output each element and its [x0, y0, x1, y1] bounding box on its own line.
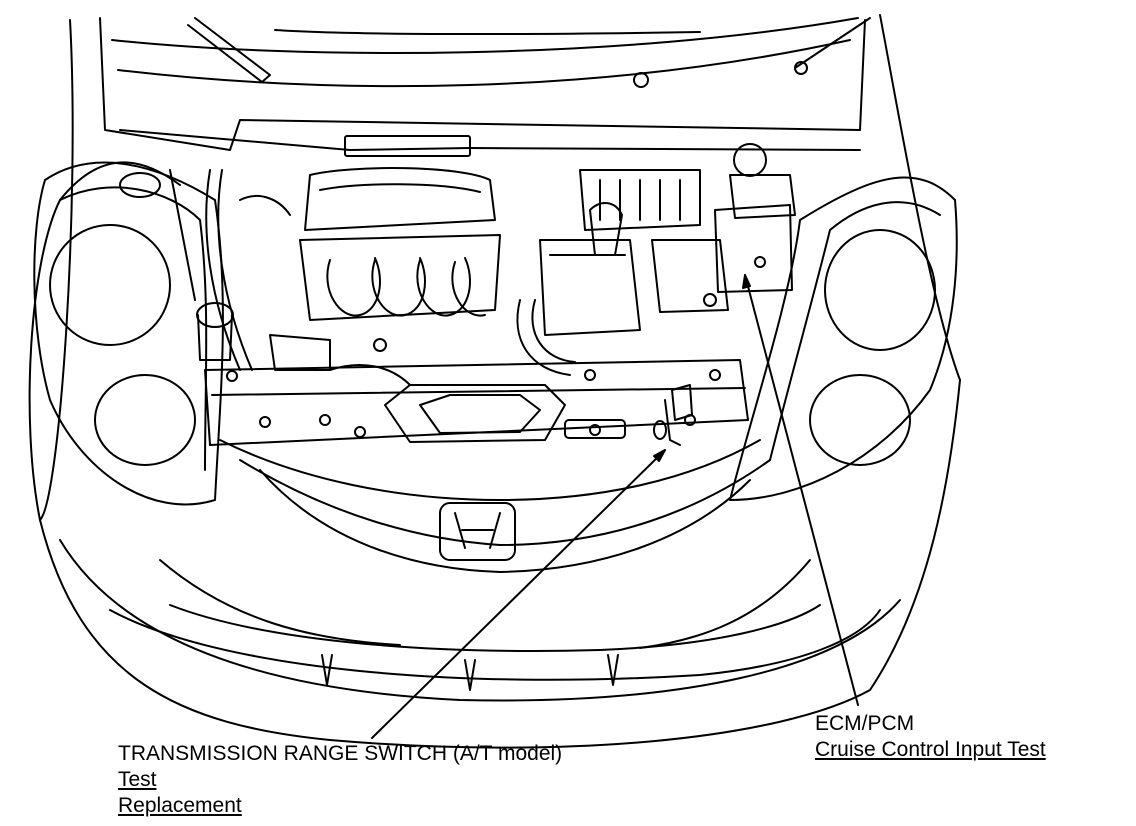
- leader-line-transmission-range-switch: [371, 449, 666, 739]
- cruise-control-input-test-link[interactable]: Cruise Control Input Test: [815, 738, 1046, 761]
- transmission-range-switch-test-link[interactable]: Test: [118, 768, 157, 791]
- radiator-support: [204, 359, 749, 446]
- hood: [39, 14, 961, 521]
- leader-arrow-transmission-range-switch: [653, 449, 666, 462]
- transmission-range-switch-part: [653, 384, 693, 446]
- engine-components-right: [516, 143, 796, 376]
- leader-arrow-ecm-pcm: [742, 274, 751, 289]
- engine-intake: [299, 167, 501, 321]
- left-headlight: [33, 161, 224, 506]
- transmission-range-switch-replacement-link[interactable]: Replacement: [118, 794, 242, 817]
- callout-ecm-pcm: ECM/PCM Cruise Control Input Test: [815, 711, 1046, 763]
- right-headlight: [729, 176, 958, 501]
- engine-components-left: [119, 169, 411, 386]
- ecm-pcm-label: ECM/PCM: [815, 712, 915, 735]
- callout-transmission-range-switch: TRANSMISSION RANGE SWITCH (A/T model) Te…: [118, 741, 562, 819]
- transmission-range-switch-label: TRANSMISSION RANGE SWITCH (A/T model): [118, 742, 563, 765]
- front-body: [28, 161, 961, 749]
- leader-line-ecm-pcm: [744, 274, 859, 706]
- grille: [219, 439, 771, 573]
